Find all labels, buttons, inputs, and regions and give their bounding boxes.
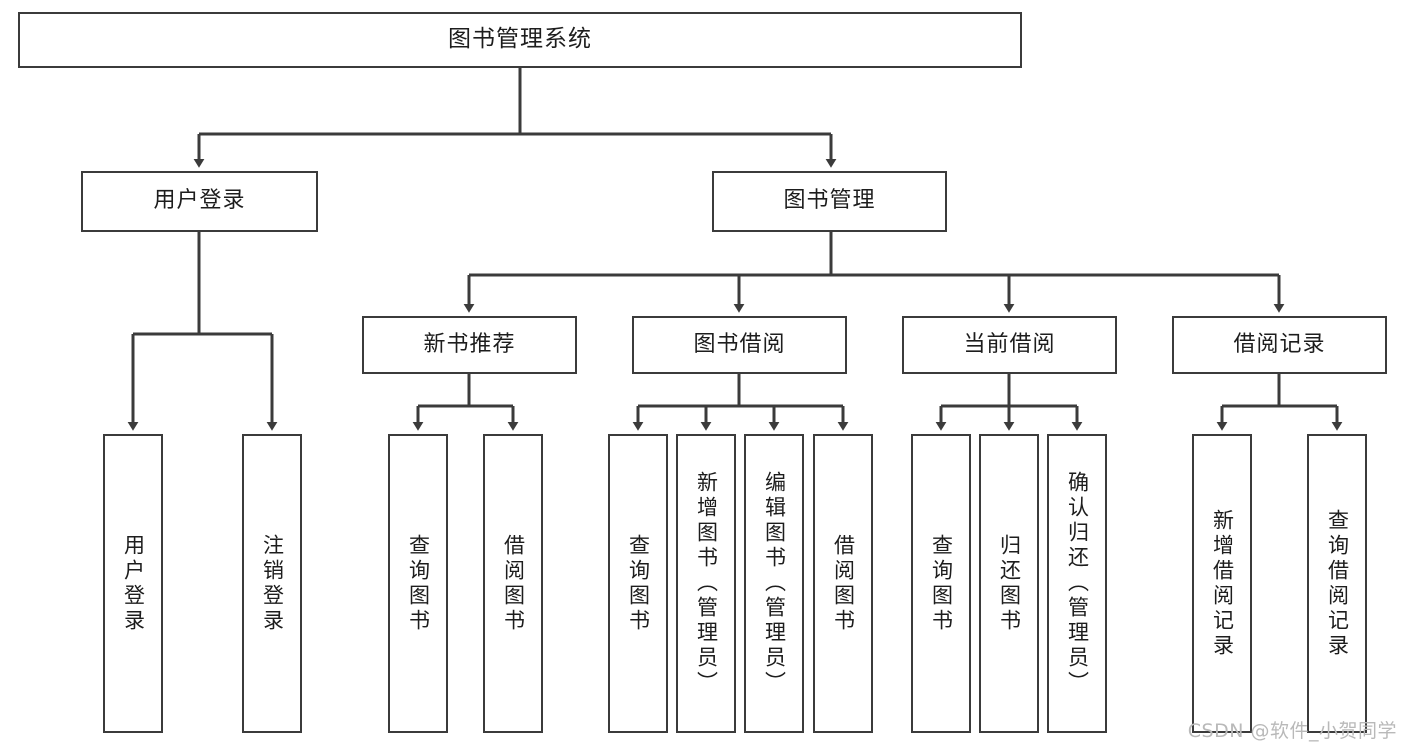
leaf-query-book-current[interactable]: 查询图书: [911, 434, 971, 733]
node-label: 查询借阅记录: [1325, 508, 1350, 659]
leaf-edit-book[interactable]: 编辑图书（管理员）: [744, 434, 804, 733]
node-label: 借阅图书: [501, 533, 526, 634]
leaf-query-book-borrow[interactable]: 查询图书: [608, 434, 668, 733]
node-label: 查询图书: [626, 533, 651, 634]
node-label: 新增图书（管理员）: [694, 471, 719, 696]
node-current-borrow[interactable]: 当前借阅: [902, 316, 1117, 374]
node-user-login[interactable]: 用户登录: [81, 171, 318, 232]
node-label: 借阅图书: [831, 533, 856, 634]
leaf-add-borrow-record[interactable]: 新增借阅记录: [1192, 434, 1252, 733]
node-label: 图书管理: [783, 188, 876, 214]
node-label: 查询图书: [929, 533, 954, 634]
leaf-return-book[interactable]: 归还图书: [979, 434, 1039, 733]
leaf-query-book-recommend[interactable]: 查询图书: [388, 434, 448, 733]
leaf-logout-login[interactable]: 注销登录: [242, 434, 302, 733]
node-label: 用户登录: [153, 188, 246, 214]
node-label: 归还图书: [997, 533, 1022, 634]
leaf-query-borrow-record[interactable]: 查询借阅记录: [1307, 434, 1367, 733]
leaf-add-book[interactable]: 新增图书（管理员）: [676, 434, 736, 733]
leaf-user-login[interactable]: 用户登录: [103, 434, 163, 733]
node-label: 编辑图书（管理员）: [762, 471, 787, 696]
node-label: 确认归还（管理员）: [1065, 471, 1090, 696]
node-label: 查询图书: [406, 533, 431, 634]
node-book-borrow[interactable]: 图书借阅: [632, 316, 847, 374]
node-label: 新增借阅记录: [1210, 508, 1235, 659]
csdn-watermark: CSDN @软件_小贺同学: [1187, 720, 1397, 742]
leaf-borrow-book[interactable]: 借阅图书: [813, 434, 873, 733]
leaf-confirm-return[interactable]: 确认归还（管理员）: [1047, 434, 1107, 733]
node-label: 图书借阅: [693, 331, 786, 357]
node-label: 用户登录: [121, 533, 146, 634]
node-root-system[interactable]: 图书管理系统: [18, 12, 1022, 68]
node-new-book-recommend[interactable]: 新书推荐: [362, 316, 577, 374]
node-label: 借阅记录: [1233, 331, 1326, 357]
node-borrow-record[interactable]: 借阅记录: [1172, 316, 1387, 374]
leaf-borrow-book-recommend[interactable]: 借阅图书: [483, 434, 543, 733]
node-label: 图书管理系统: [448, 26, 592, 53]
node-label: 新书推荐: [423, 331, 516, 357]
node-book-manage[interactable]: 图书管理: [712, 171, 947, 232]
node-label: 当前借阅: [963, 331, 1056, 357]
node-label: 注销登录: [260, 533, 285, 634]
